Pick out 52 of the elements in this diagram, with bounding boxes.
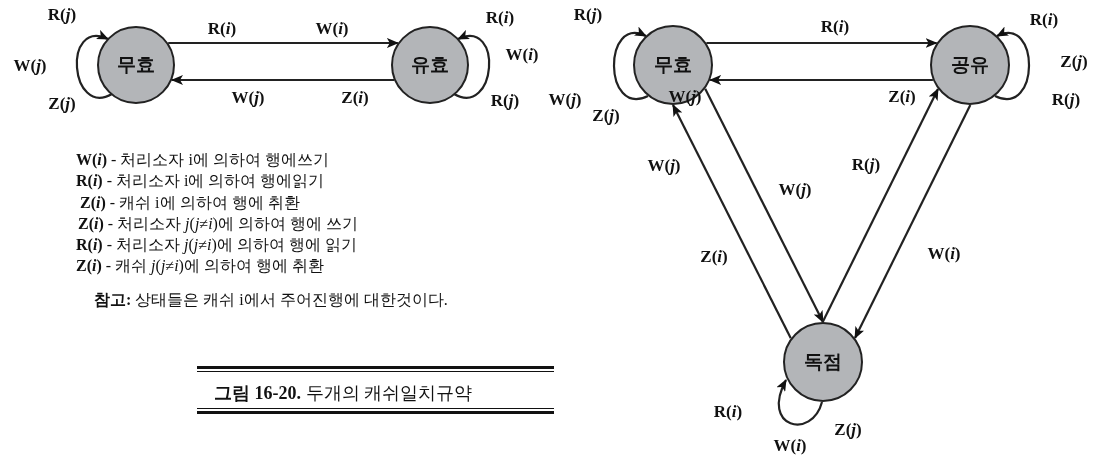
edge-label: R(i) xyxy=(820,17,850,37)
transition-label: W(j) xyxy=(668,87,702,107)
arrow xyxy=(171,75,394,85)
state-circle: 무효 xyxy=(97,26,175,104)
transition-label: W(j) xyxy=(231,88,265,108)
transition-label: R(j) xyxy=(47,5,77,25)
arrow xyxy=(854,104,972,339)
transition-label: R(j) xyxy=(490,91,520,111)
transition-label: W(j) xyxy=(647,156,681,176)
transition-label: W(i) xyxy=(773,436,807,456)
legend-line: W(i) - 처리소자 i에 의하여 행에쓰기 xyxy=(76,150,329,171)
transition-label: R(i) xyxy=(713,402,743,422)
transition-label: Z(i) xyxy=(888,87,916,107)
state-circle: 독점 xyxy=(783,322,863,402)
transition-label: W(i) xyxy=(505,45,539,65)
loop-arrow xyxy=(777,379,824,426)
edge-label: W(i) xyxy=(927,244,961,264)
transition-label: R(i) xyxy=(207,19,237,39)
transition-label: Z(i) xyxy=(700,247,728,267)
transition-label: W(j) xyxy=(548,90,582,110)
state-circle: 유효 xyxy=(391,26,469,104)
transition-label: Z(j) xyxy=(48,94,76,114)
loop-arrow xyxy=(453,31,491,99)
transition-label: R(j) xyxy=(573,5,603,25)
edge-label: R(j) xyxy=(851,155,881,175)
arrow xyxy=(168,38,399,48)
loop-arrow xyxy=(994,28,1031,100)
state-circle: 공유 xyxy=(930,25,1010,105)
transition-label: R(i) xyxy=(485,8,515,28)
transition-label: R(j) xyxy=(1051,90,1081,110)
transition-label: Z(j) xyxy=(592,106,620,126)
legend-line: R(i) - 처리소자 i에 의하여 행에읽기 xyxy=(76,171,325,191)
note-text: 참고: 상태들은 캐쉬 i에서 주어진행에 대한것이다. xyxy=(94,290,448,310)
transition-label: Z(j) xyxy=(1060,52,1088,72)
transition-label: W(i) xyxy=(315,19,349,39)
legend-line: Z(i) - 캐쉬 j(j≠i)에 의하여 행에 취환 xyxy=(76,256,324,277)
arrow xyxy=(709,75,933,85)
arrow xyxy=(706,38,938,48)
transition-label: Z(i) xyxy=(341,88,369,108)
transition-label: Z(j) xyxy=(834,420,862,440)
edge-label: W(j) xyxy=(778,180,812,200)
arrow xyxy=(821,88,939,323)
loop-arrow xyxy=(75,31,113,99)
transition-label: W(j) xyxy=(13,56,47,76)
loop-arrow xyxy=(612,28,649,100)
transition-label: R(i) xyxy=(1029,10,1059,30)
legend-line: R(i) - 처리소자 j(j≠i)에 의하여 행에 읽기 xyxy=(76,235,357,256)
legend-line: Z(i) - 캐쉬 i에 의하여 행에 취환 xyxy=(80,193,300,214)
arrow xyxy=(672,104,792,339)
figure-caption: 그림 16-20. 두개의 캐쉬일치규약 xyxy=(214,382,472,405)
legend-line: Z(i) - 처리소자 j(j≠i)에 의하여 행에 쓰기 xyxy=(78,214,358,235)
arrow xyxy=(704,88,824,323)
